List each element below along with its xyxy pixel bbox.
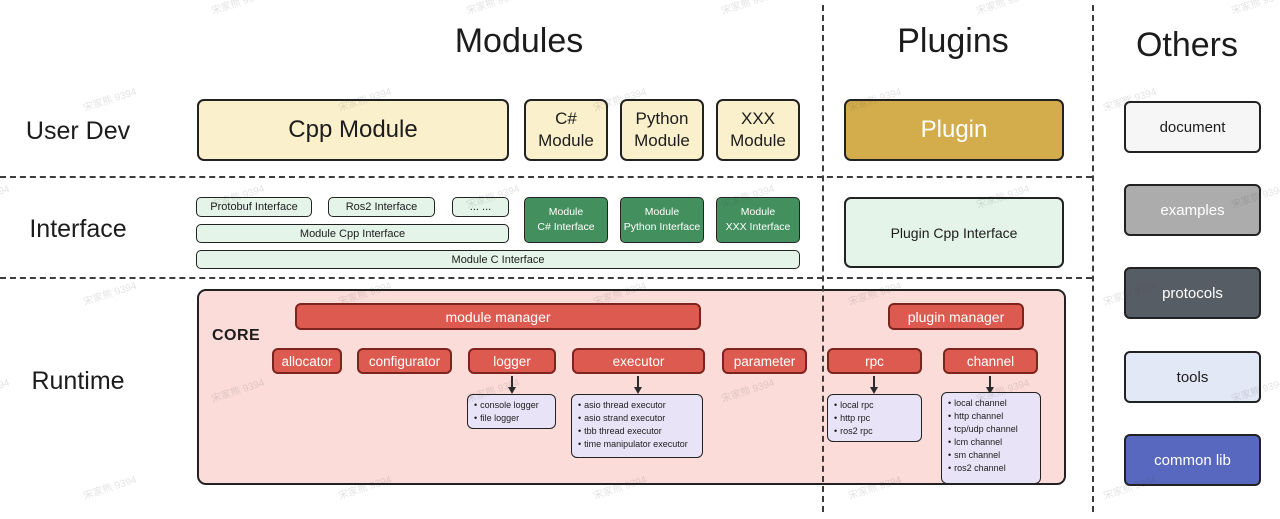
row-label-interface: Interface <box>29 215 127 243</box>
list-item: local rpc <box>834 399 915 412</box>
others-item-protocols: protocols <box>1124 267 1261 319</box>
list-item: asio strand executor <box>578 412 696 425</box>
module-csharp-interface-box: Module C# Interface <box>524 197 608 243</box>
watermark-text: 宋家熊 9394 <box>82 280 139 309</box>
arrow-down-icon <box>634 376 642 394</box>
list-item: asio thread executor <box>578 399 696 412</box>
watermark-text: 宋家熊 9394 <box>0 0 11 17</box>
list-item: file logger <box>474 412 549 425</box>
watermark-text: 宋家熊 9394 <box>1230 0 1280 18</box>
module-python-interface-line1: Module <box>644 206 680 219</box>
more-interfaces-box: ... ... <box>452 197 509 217</box>
list-item: lcm channel <box>948 436 1034 449</box>
executor-implementations-list: asio thread executor asio strand executo… <box>571 394 703 458</box>
arrow-down-icon <box>986 376 994 394</box>
watermark-text: 宋家熊 9394 <box>210 0 267 18</box>
rpc-implementations-list: local rpc http rpc ros2 rpc <box>827 394 922 442</box>
column-header-modules: Modules <box>454 22 584 60</box>
component-rpc: rpc <box>827 348 922 374</box>
channel-implementations-list: local channel http channel tcp/udp chann… <box>941 392 1041 484</box>
list-item: tcp/udp channel <box>948 423 1034 436</box>
component-logger: logger <box>468 348 556 374</box>
plugin-manager-bar: plugin manager <box>888 303 1024 330</box>
module-manager-bar: module manager <box>295 303 701 330</box>
column-header-others: Others <box>1135 26 1239 64</box>
others-item-tools: tools <box>1124 351 1261 403</box>
component-allocator: allocator <box>272 348 342 374</box>
python-module-box: Python Module <box>620 99 704 161</box>
watermark-text: 宋家熊 9394 <box>82 86 139 115</box>
row-label-runtime: Runtime <box>31 367 125 395</box>
divider-modules-plugins <box>822 5 824 512</box>
ros2-interface-box: Ros2 Interface <box>328 197 435 217</box>
plugin-box: Plugin <box>844 99 1064 161</box>
component-parameter: parameter <box>722 348 807 374</box>
list-item: http channel <box>948 410 1034 423</box>
module-python-interface-box: Module Python Interface <box>620 197 704 243</box>
watermark-text: 宋家熊 9394 <box>975 0 1032 18</box>
component-channel: channel <box>943 348 1038 374</box>
arrow-down-icon <box>508 376 516 394</box>
list-item: ros2 rpc <box>834 425 915 438</box>
cpp-module-box: Cpp Module <box>197 99 509 161</box>
watermark-text: 宋家熊 9394 <box>0 183 12 211</box>
list-item: tbb thread executor <box>578 425 696 438</box>
plugin-cpp-interface-box: Plugin Cpp Interface <box>844 197 1064 268</box>
module-python-interface-line2: Python Interface <box>623 221 701 233</box>
csharp-module-box: C# Module <box>524 99 608 161</box>
divider-userdev-interface <box>0 176 1092 178</box>
others-item-document: document <box>1124 101 1261 153</box>
column-header-plugins: Plugins <box>897 22 1009 60</box>
watermark-text: 宋家熊 9394 <box>82 474 139 503</box>
divider-interface-runtime <box>0 277 1092 279</box>
watermark-text: 宋家熊 9394 <box>720 0 777 18</box>
list-item: time manipulator executor <box>578 438 696 451</box>
module-xxx-interface-line1: Module <box>740 206 776 219</box>
row-label-user-dev: User Dev <box>25 117 131 145</box>
protobuf-interface-box: Protobuf Interface <box>196 197 312 217</box>
core-label: CORE <box>212 327 261 344</box>
list-item: http rpc <box>834 412 915 425</box>
component-configurator: configurator <box>357 348 452 374</box>
others-item-examples: examples <box>1124 184 1261 236</box>
module-xxx-interface-box: Module XXX Interface <box>716 197 800 243</box>
module-c-interface-box: Module C Interface <box>196 250 800 269</box>
others-item-common-lib: common lib <box>1124 434 1261 486</box>
logger-implementations-list: console logger file logger <box>467 394 556 429</box>
watermark-text: 宋家熊 9394 <box>465 0 522 18</box>
xxx-module-box: XXX Module <box>716 99 800 161</box>
list-item: console logger <box>474 399 549 412</box>
arrow-down-icon <box>870 376 878 394</box>
module-csharp-interface-line1: Module <box>548 206 584 219</box>
list-item: ros2 channel <box>948 462 1034 475</box>
list-item: local channel <box>948 397 1034 410</box>
module-csharp-interface-line2: C# Interface <box>537 221 595 233</box>
component-executor: executor <box>572 348 705 374</box>
module-xxx-interface-line2: XXX Interface <box>725 221 791 233</box>
module-cpp-interface-box: Module Cpp Interface <box>196 224 509 243</box>
divider-plugins-others <box>1092 5 1094 512</box>
list-item: sm channel <box>948 449 1034 462</box>
